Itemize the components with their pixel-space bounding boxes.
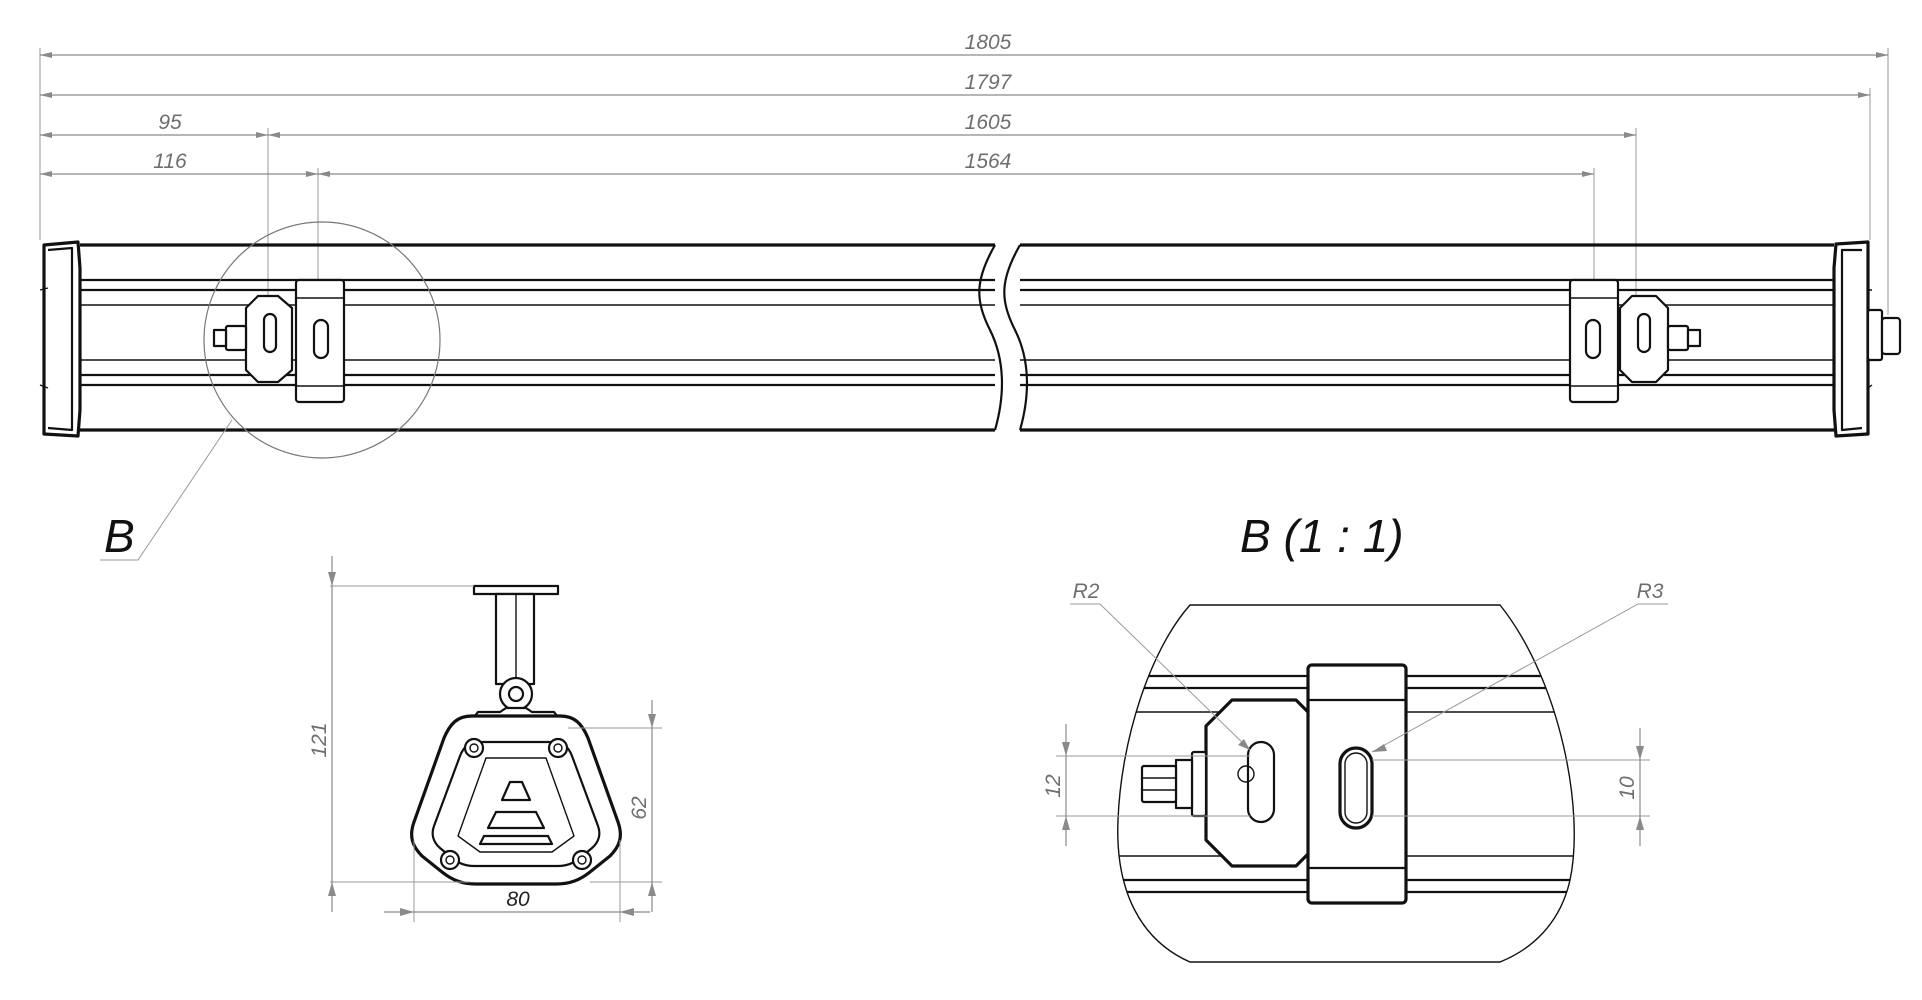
dimension-121: 121 [308, 722, 331, 757]
dimension-80: 80 [506, 888, 530, 911]
dimension-62: 62 [628, 796, 651, 820]
dimension-1805: 1805 [965, 31, 1012, 54]
detail-boundary [1117, 604, 1575, 963]
dimension-116: 116 [153, 150, 187, 173]
detail-title: B (1 : 1) [1240, 510, 1404, 562]
left-mount [212, 278, 346, 404]
profile-left-segment [79, 243, 995, 432]
dimension-1564: 1564 [965, 150, 1012, 173]
luminaire-end-view: 121 62 80 [308, 556, 662, 922]
dimension-95: 95 [158, 111, 182, 134]
detail-leader-b [100, 419, 233, 561]
profile-right-segment [1020, 243, 1834, 432]
dimension-1797: 1797 [965, 71, 1013, 94]
detail-circle-b [203, 221, 441, 459]
dimension-12: 12 [1042, 774, 1065, 798]
radius-r2: R2 [1073, 580, 1100, 603]
top-dimensions: 1805 1797 95 1605 116 1564 [39, 31, 1889, 315]
dimension-1605: 1605 [965, 111, 1012, 134]
detail-marker-b: B [104, 510, 135, 562]
radius-r3: R3 [1637, 580, 1664, 603]
dimension-10: 10 [1616, 776, 1639, 800]
detail-view-b: B (1 : 1) 12 [1042, 510, 1668, 963]
right-mount [1568, 278, 1702, 404]
luminaire-side-view: B [39, 221, 1902, 562]
